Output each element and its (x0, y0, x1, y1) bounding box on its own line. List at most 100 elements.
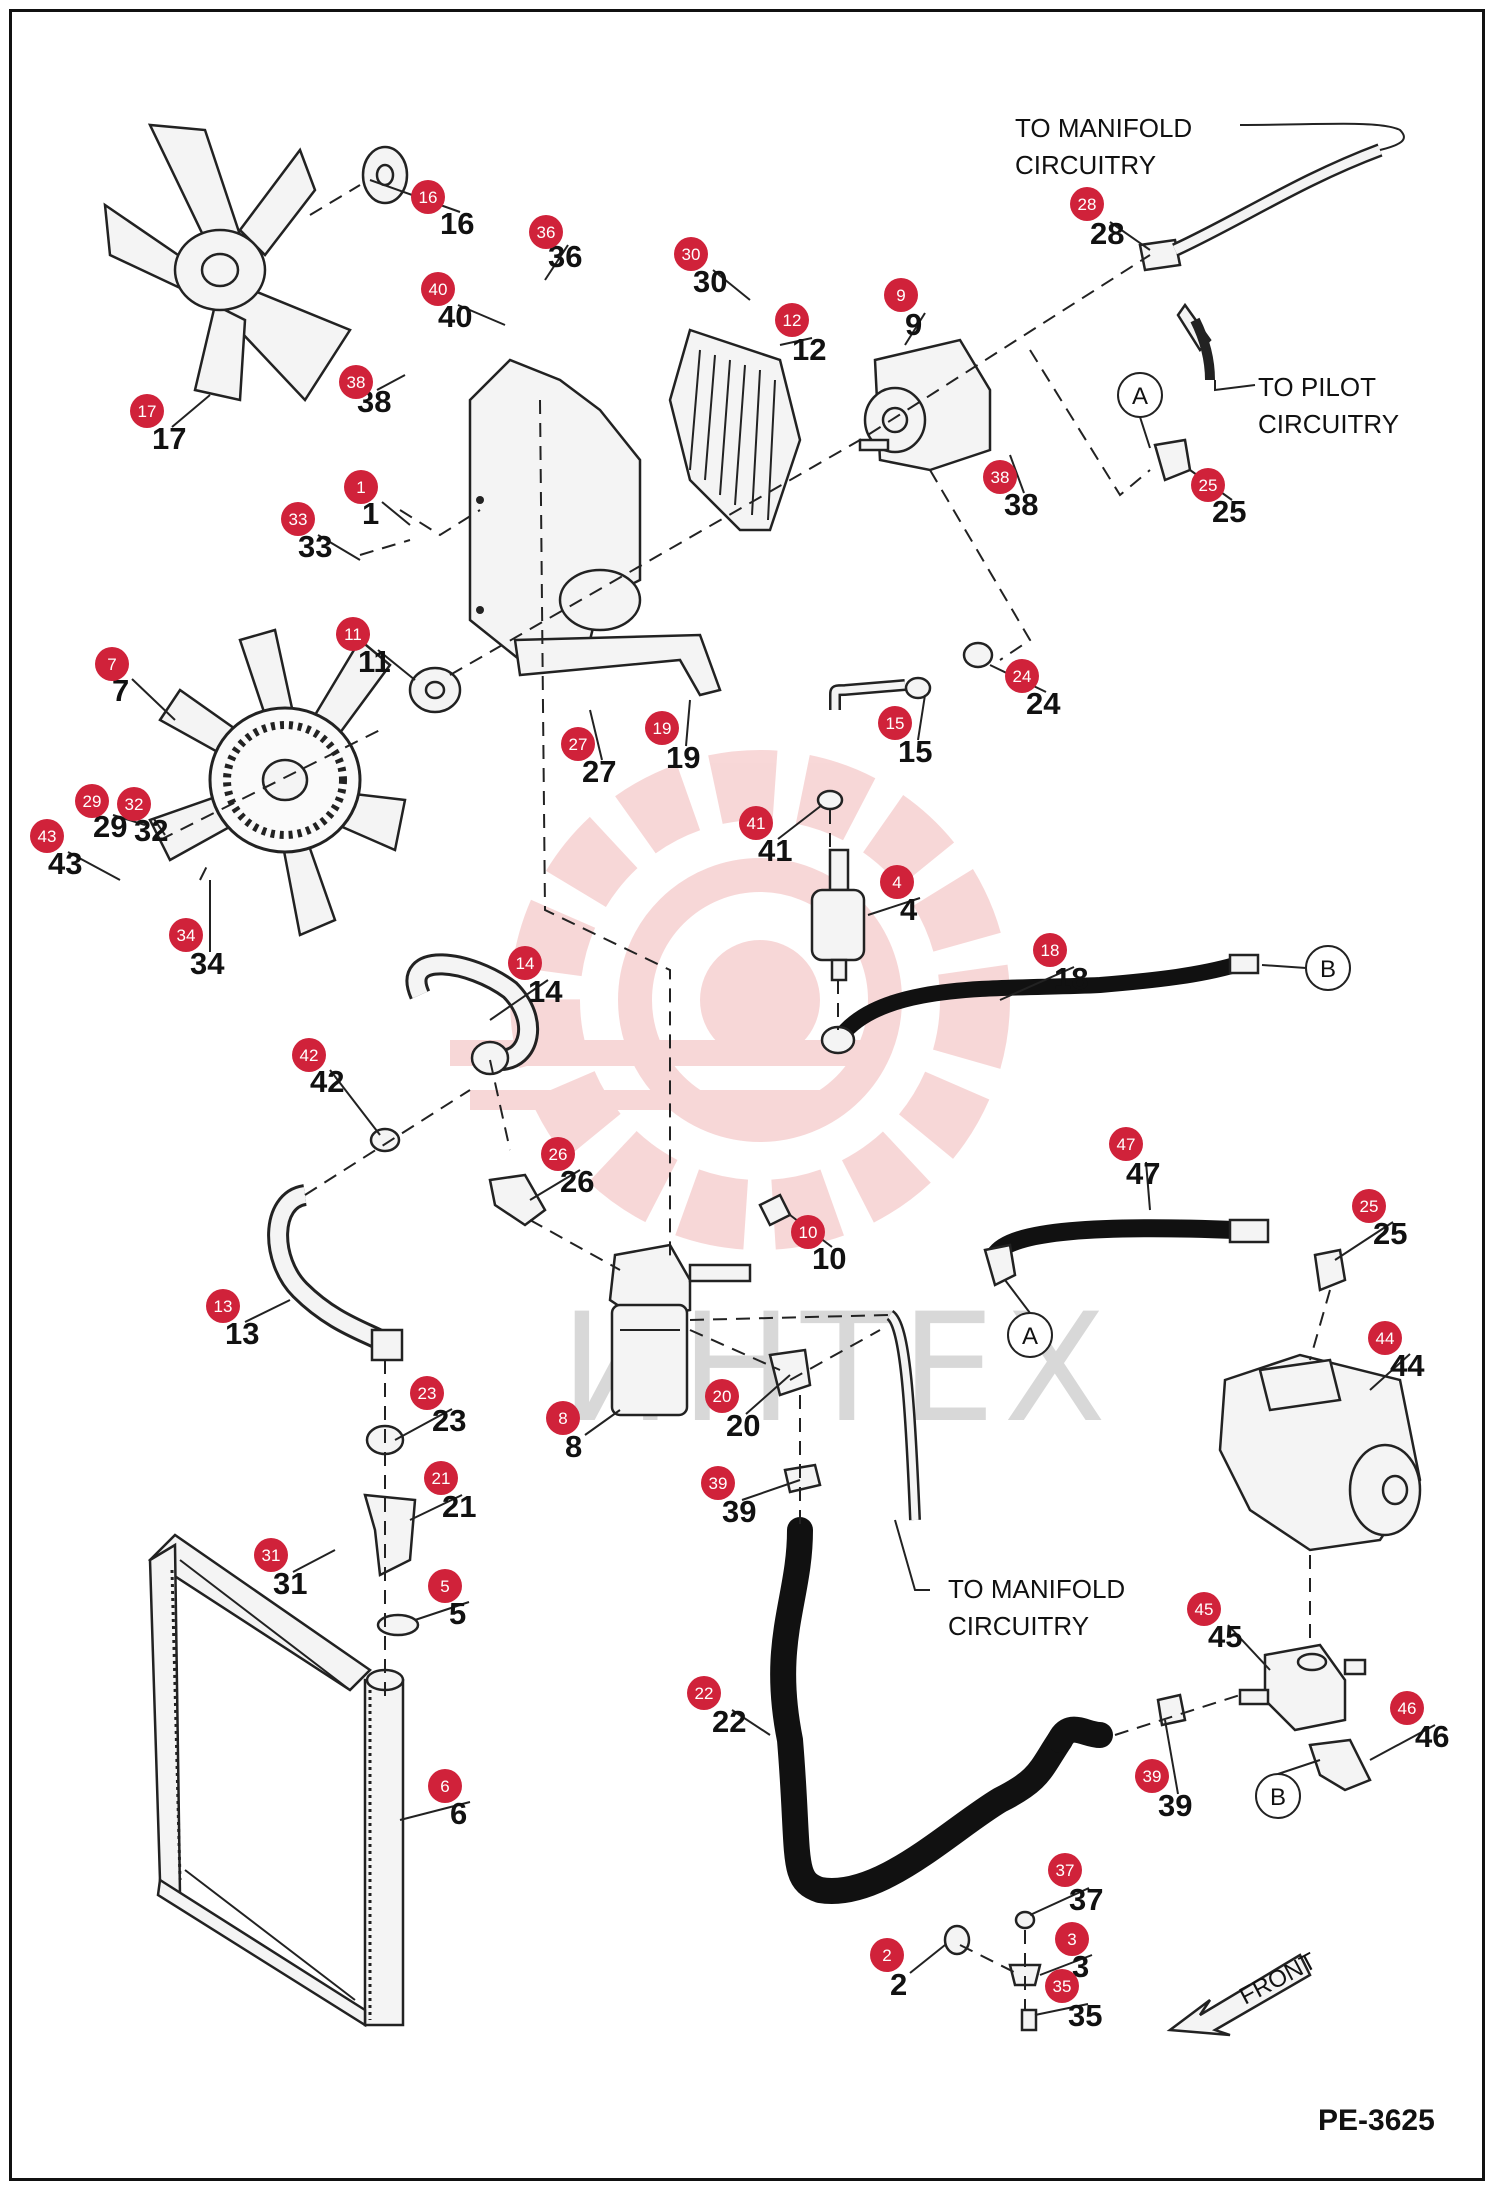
fan-blade-assembly-rear (103, 123, 352, 403)
part-number-badge (169, 918, 203, 952)
part-number-badge (1368, 1321, 1402, 1355)
part-number-badge-text: 21 (432, 1469, 451, 1488)
part-number-badge (561, 727, 595, 761)
part-number-badge-text: 5 (440, 1577, 449, 1596)
ref-marker-label: B (1270, 1784, 1286, 1811)
circuit-note-line: CIRCUITRY (1258, 409, 1399, 439)
part-number-badge-text: 22 (695, 1684, 714, 1703)
part-number-badge-text: 12 (783, 311, 802, 330)
part-number-label: 1 (362, 496, 379, 531)
part-number-badge-text: 2 (882, 1946, 891, 1965)
leader-line (377, 649, 416, 681)
part-number-label: 44 (1390, 1348, 1425, 1383)
part-number-badge (254, 1538, 288, 1572)
part-number-label: 17 (152, 421, 186, 456)
elbow-25-bottom (1313, 1248, 1347, 1292)
leader-line (741, 1479, 801, 1501)
part-number-badge (421, 272, 455, 306)
radiator-6 (148, 1533, 405, 2028)
part-number-badge (339, 365, 373, 399)
part-number-badge (546, 1401, 580, 1435)
part-number-badge (30, 819, 64, 853)
leader-line (1029, 1887, 1090, 1916)
part-number-label: 13 (225, 1316, 259, 1351)
leader-line (171, 394, 211, 428)
part-number-label: 3 (1072, 1949, 1089, 1984)
part-number-badge-text: 16 (419, 188, 438, 207)
leader-line (457, 304, 506, 326)
part-number-badge (775, 303, 809, 337)
fan-hub-11 (408, 666, 462, 714)
ref-leader (1004, 1279, 1031, 1314)
bracket-21 (363, 1493, 417, 1577)
tube-13-end (370, 1328, 404, 1362)
leader-line (1009, 454, 1025, 494)
part-number-badge-text: 17 (138, 402, 157, 421)
leader-line (685, 699, 691, 747)
ref-leader (1277, 1759, 1321, 1775)
leader-line (153, 818, 166, 836)
part-number-label: 5 (449, 1596, 466, 1631)
part-number-badge (130, 394, 164, 428)
part-number-label: 16 (440, 206, 474, 241)
part-number-label: 22 (712, 1704, 746, 1739)
leader-line (584, 1409, 621, 1436)
part-number-badge (1005, 659, 1039, 693)
leader-line (779, 337, 813, 346)
bolt-35 (1020, 2008, 1038, 2032)
circuit-note-line: CIRCUITRY (948, 1611, 1089, 1641)
tee-block-45 (1238, 1643, 1367, 1732)
part-number-badge-text: 35 (1053, 1977, 1072, 1996)
part-number-badge (424, 1461, 458, 1495)
leader-line (904, 312, 926, 346)
nut-41 (816, 789, 844, 811)
part-number-badge-text: 38 (991, 468, 1010, 487)
part-number-label: 46 (1415, 1719, 1449, 1754)
part-number-badge-text: 32 (125, 795, 144, 814)
fan-blade-assembly-front (148, 628, 407, 937)
part-number-label: 39 (1158, 1788, 1192, 1823)
leader-line (909, 1944, 946, 1974)
leader-line (529, 1169, 581, 1201)
leader-line (544, 244, 569, 281)
part-number-badge-text: 30 (682, 245, 701, 264)
nut-42 (369, 1127, 401, 1153)
part-number-badge-text: 6 (440, 1777, 449, 1796)
part-number-badge (206, 1289, 240, 1323)
elbow-26 (488, 1173, 547, 1227)
part-number-badge-text: 23 (418, 1384, 437, 1403)
leader-line (1164, 1719, 1179, 1795)
grille-guard-12 (668, 328, 802, 532)
fuel-filter-8 (608, 1243, 752, 1417)
circuit-note-line: CIRCUITRY (1015, 150, 1156, 180)
part-number-badge (1191, 468, 1225, 502)
leader-line (1227, 1624, 1271, 1671)
part-number-badge (701, 1466, 735, 1500)
part-number-badge (75, 784, 109, 818)
part-number-badge-text: 33 (289, 510, 308, 529)
hydrostatic-pump-44 (1218, 1353, 1422, 1552)
leader-line (489, 979, 549, 1021)
part-number-badge-text: 42 (300, 1046, 319, 1065)
hose-clamp-39-right (1156, 1693, 1187, 1727)
part-number-label: 9 (905, 307, 922, 342)
part-number-badge (791, 1215, 825, 1249)
hose-47 (987, 1219, 1236, 1261)
leader-line (1334, 1221, 1394, 1261)
part-number-badge-text: 38 (347, 373, 366, 392)
fan-shroud-bracket (468, 358, 722, 697)
part-number-badge (508, 946, 542, 980)
part-number-badge (880, 865, 914, 899)
ref-marker-label: B (1320, 956, 1336, 983)
part-number-badge (878, 706, 912, 740)
part-number-badge (1135, 1759, 1169, 1793)
leader-line (999, 966, 1075, 1001)
part-number-badge (95, 647, 129, 681)
part-number-label: 26 (560, 1164, 594, 1199)
part-number-badge-text: 27 (569, 735, 588, 754)
part-number-label: 20 (726, 1408, 760, 1443)
part-number-badge-text: 41 (747, 814, 766, 833)
tube-14 (408, 956, 536, 1068)
clip-3 (1008, 1963, 1042, 1987)
